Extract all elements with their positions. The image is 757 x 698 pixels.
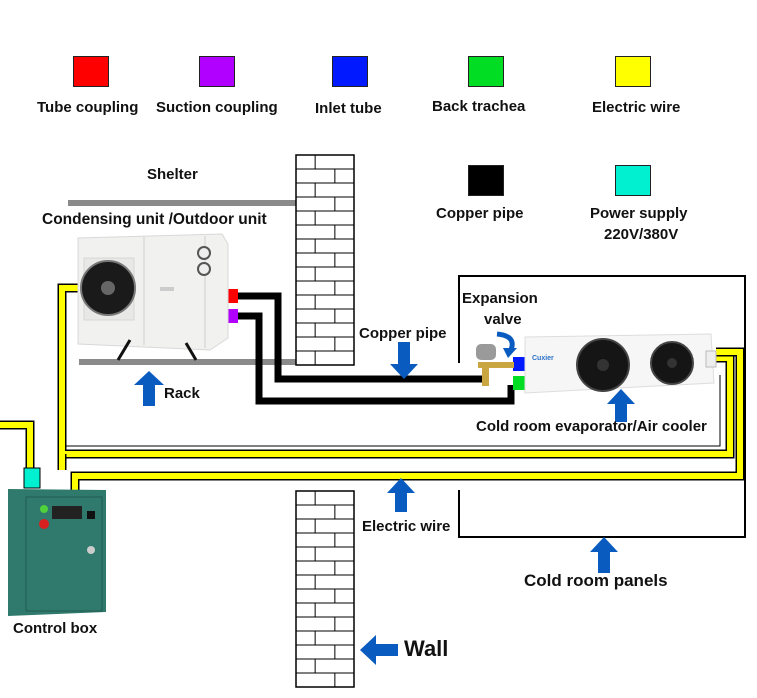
label-shelter: Shelter: [147, 166, 198, 183]
arrow-evaporator: [607, 389, 635, 422]
legend-swatch-back-trachea: [468, 56, 504, 87]
legend-swatch-inlet-tube: [332, 56, 368, 87]
legend-label-tube-coupling: Tube coupling: [37, 99, 139, 116]
indicator-red-icon: [39, 519, 49, 529]
power-supply-block: [23, 467, 41, 489]
evaporator-unit: [524, 333, 717, 394]
wall-upper: [295, 154, 355, 366]
cold-room-panel-outline: [458, 275, 746, 538]
inlet-tube-marker: [513, 357, 526, 371]
wall-lower: [295, 490, 355, 688]
evaporator-brand-logo: Cuxier: [532, 355, 554, 362]
label-condensing-unit: Condensing unit /Outdoor unit: [42, 211, 267, 228]
legend-swatch-copper-pipe: [468, 165, 504, 196]
legend-swatch-electric-wire: [615, 56, 651, 87]
label-control-box: Control box: [13, 620, 98, 637]
expansion-valve: [476, 331, 517, 386]
legend-swatch-suction-coupling: [199, 56, 235, 87]
label-cold-room-panels: Cold room panels: [524, 571, 668, 590]
label-expansion-valve-line2: valve: [484, 311, 522, 328]
label-wall: Wall: [404, 636, 449, 661]
pressure-gauge-icon: [197, 246, 211, 260]
legend-swatch-power-supply: [615, 165, 651, 196]
legend-label-power-supply-voltage: 220V/380V: [604, 226, 679, 243]
shelter-shelf: [68, 200, 296, 206]
label-copper-pipe: Copper pipe: [359, 325, 447, 342]
pressure-gauge-icon: [197, 262, 211, 276]
control-box: [8, 489, 106, 616]
legend-swatch-tube-coupling: [73, 56, 109, 87]
copper-pipe-runs: [238, 292, 515, 405]
legend-label-inlet-tube: Inlet tube: [315, 100, 382, 117]
callout-arrows: [134, 342, 635, 665]
arrow-rack: [134, 371, 164, 406]
condensing-unit: [77, 233, 229, 361]
indicator-green-icon: [40, 505, 48, 513]
legend-label-back-trachea: Back trachea: [432, 98, 526, 115]
electric-wire-runs: [0, 283, 745, 490]
label-expansion-valve-line1: Expansion: [462, 290, 538, 307]
legend-label-copper-pipe: Copper pipe: [436, 205, 524, 222]
rack-shelf: [79, 359, 296, 365]
arrow-electric-wire: [387, 478, 415, 512]
arrow-wall: [360, 635, 398, 665]
temperature-display-icon: [52, 506, 82, 519]
legend-label-power-supply: Power supply: [590, 205, 688, 222]
legend-label-suction-coupling: Suction coupling: [156, 99, 278, 116]
label-electric-wire: Electric wire: [362, 518, 451, 535]
arrow-cold-room-panels: [590, 537, 618, 573]
back-trachea-marker: [513, 376, 526, 390]
legend-label-electric-wire: Electric wire: [592, 99, 681, 116]
arrow-copper-pipe: [390, 342, 418, 379]
label-rack: Rack: [164, 385, 200, 402]
label-evaporator: Cold room evaporator/Air cooler: [476, 418, 707, 435]
